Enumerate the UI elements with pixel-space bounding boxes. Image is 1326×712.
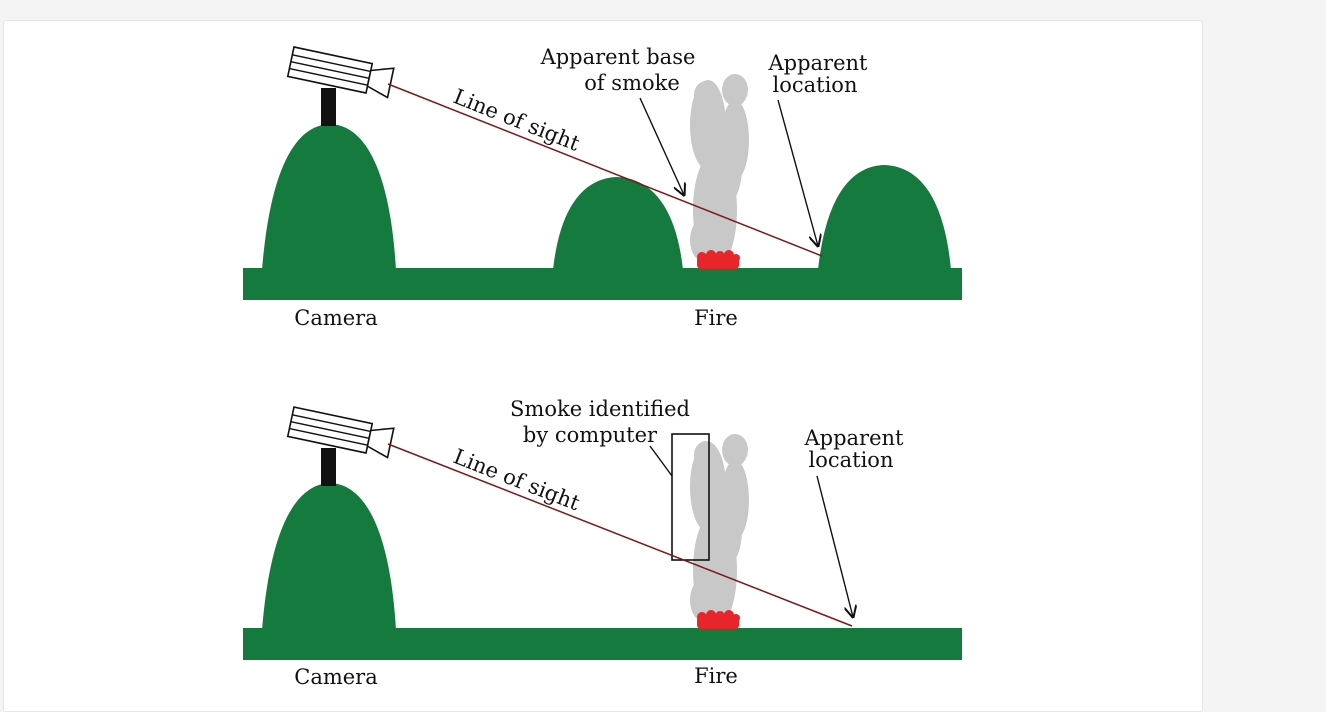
smoke-identified-label-1: Smoke identified: [510, 397, 690, 421]
smoke-identified-label-2: by computer: [523, 423, 658, 447]
line-of-sight-label: Line of sight: [450, 444, 583, 515]
apparent-base-label-2: of smoke: [584, 71, 680, 95]
smoke-plume: [690, 434, 749, 628]
fire-icon: [697, 250, 740, 269]
apparent-location-arrow: [816, 475, 853, 617]
camera-hill: [262, 483, 396, 630]
line-of-sight: [387, 83, 823, 257]
apparent-location-label-1: Apparent: [767, 51, 868, 75]
right-hill: [818, 165, 951, 270]
apparent-base-label-1: Apparent base: [540, 45, 696, 69]
apparent-location-arrow: [777, 99, 818, 246]
panel-bottom: Line of sight Smoke identified by comput…: [243, 397, 962, 689]
apparent-location-label-1: Apparent: [803, 426, 904, 450]
camera-label: Camera: [294, 306, 378, 330]
panel-top: Line of sight Apparent base of smoke App…: [243, 45, 962, 330]
line-of-sight: [387, 443, 853, 627]
line-of-sight-label: Line of sight: [450, 84, 583, 156]
camera-icon: [286, 406, 395, 486]
middle-hill: [553, 177, 683, 270]
camera-label: Camera: [294, 665, 378, 689]
camera-hill: [262, 124, 396, 270]
smoke-plume: [690, 74, 749, 268]
apparent-location-label-2: location: [773, 73, 858, 97]
fire-icon: [697, 610, 740, 629]
smoke-identified-leader: [649, 445, 673, 477]
apparent-location-label-2: location: [809, 448, 894, 472]
ground: [243, 628, 962, 660]
apparent-base-arrow: [639, 97, 684, 195]
fire-label: Fire: [694, 306, 738, 330]
figure-card: [3, 20, 1203, 712]
smoke-detection-box: [671, 433, 710, 561]
camera-icon: [286, 46, 395, 126]
ground: [243, 268, 962, 300]
diagram: Line of sight Apparent base of smoke App…: [243, 45, 962, 689]
fire-label: Fire: [694, 664, 738, 688]
